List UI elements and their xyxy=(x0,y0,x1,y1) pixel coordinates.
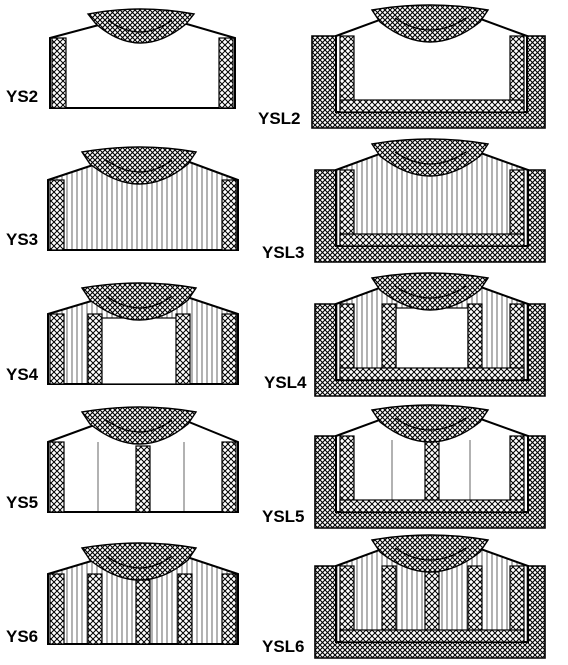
yoke-lace-trimmed-icon xyxy=(311,4,546,129)
yoke-ysl4[interactable]: YSL4 xyxy=(264,272,546,397)
yoke-ys3[interactable]: YS3 xyxy=(6,146,239,251)
style-code-label: YS6 xyxy=(6,627,38,646)
yoke-ysl5[interactable]: YSL5 xyxy=(262,404,546,529)
style-code-label: YSL4 xyxy=(264,373,307,392)
style-code-label: YS3 xyxy=(6,230,38,249)
yoke-plain-icon xyxy=(47,282,239,385)
yoke-plain-icon xyxy=(47,542,239,645)
style-code-label: YSL5 xyxy=(262,507,305,526)
yoke-plain-icon xyxy=(49,8,236,109)
style-code-label: YS5 xyxy=(6,493,38,512)
style-code-label: YSL2 xyxy=(258,109,301,128)
yoke-lace-trimmed-icon xyxy=(314,138,546,263)
yoke-ys4[interactable]: YS4 xyxy=(6,282,239,385)
style-code-label: YSL3 xyxy=(262,243,305,262)
yoke-lace-trimmed-icon xyxy=(314,272,546,397)
style-code-label: YSL6 xyxy=(262,637,305,656)
yoke-ys6[interactable]: YS6 xyxy=(6,542,239,646)
yoke-ysl3[interactable]: YSL3 xyxy=(262,138,546,263)
yoke-plain-icon xyxy=(47,406,239,513)
style-code-label: YS2 xyxy=(6,87,38,106)
yoke-ysl6[interactable]: YSL6 xyxy=(262,534,546,659)
yoke-lace-trimmed-icon xyxy=(314,534,546,659)
yoke-ys2[interactable]: YS2 xyxy=(6,8,236,109)
style-code-label: YS4 xyxy=(6,365,39,384)
yoke-plain-icon xyxy=(47,146,239,251)
yoke-ysl2[interactable]: YSL2 xyxy=(258,4,546,129)
yoke-ys5[interactable]: YS5 xyxy=(6,406,239,513)
yoke-lace-trimmed-icon xyxy=(314,404,546,529)
